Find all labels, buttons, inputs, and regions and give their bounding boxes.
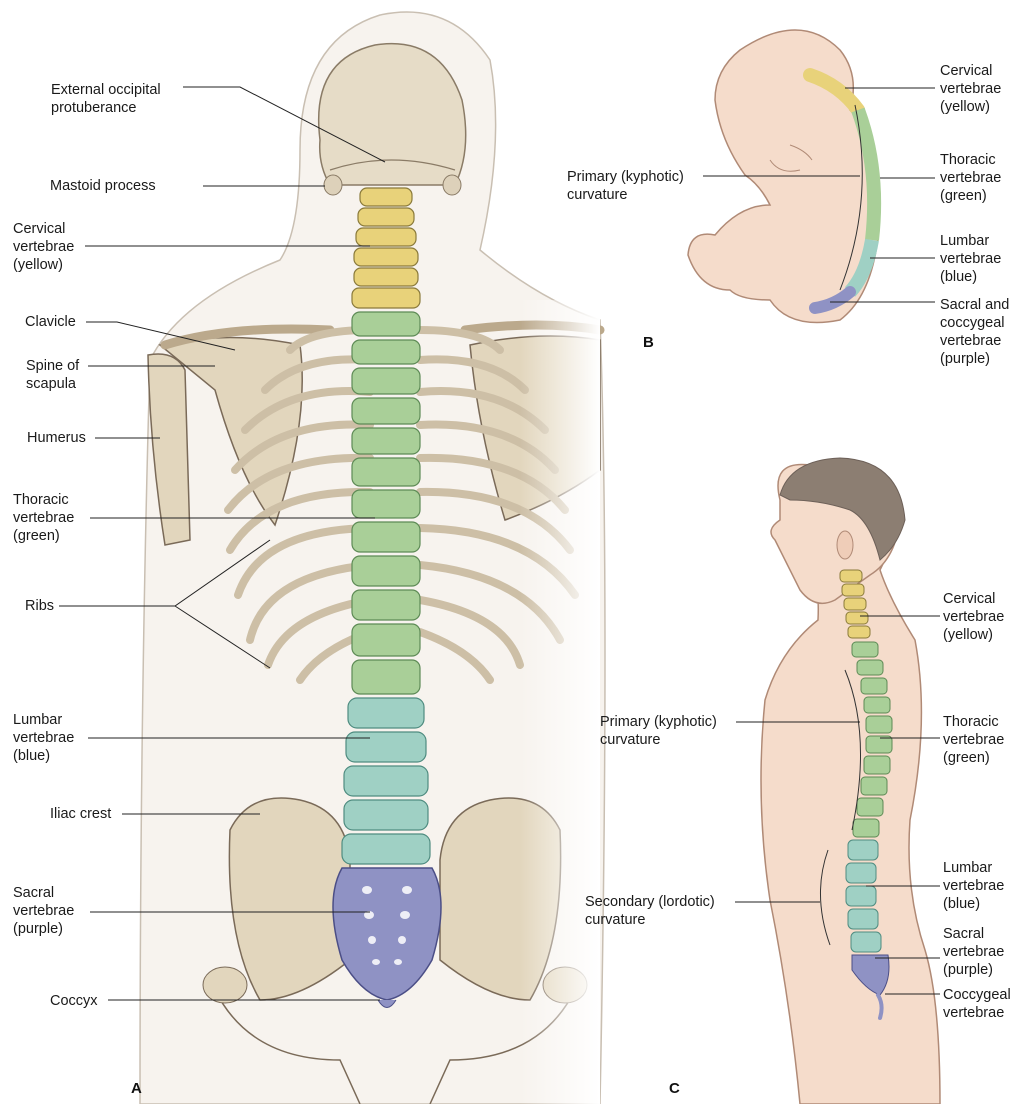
thoracic-vertebrae-a — [352, 312, 420, 694]
panel-c-illustration — [761, 458, 940, 1104]
label-cervical-a: Cervical vertebrae (yellow) — [13, 220, 74, 274]
label-lumbar-a: Lumbar vertebrae (blue) — [13, 711, 74, 765]
panel-c-letter: C — [669, 1080, 680, 1097]
label-cervical-b: Cervical vertebrae (yellow) — [940, 62, 1001, 116]
label-secondary-curvature-c: Secondary (lordotic) curvature — [585, 893, 715, 929]
label-lumbar-c: Lumbar vertebrae (blue) — [943, 859, 1004, 913]
label-thoracic-c: Thoracic vertebrae (green) — [943, 713, 1004, 767]
label-coccygeal-c: Coccygeal vertebrae — [943, 986, 1011, 1022]
label-lumbar-b: Lumbar vertebrae (blue) — [940, 232, 1001, 286]
label-sacral-a: Sacral vertebrae (purple) — [13, 884, 74, 938]
panel-b-letter: B — [643, 334, 654, 351]
label-external-occipital-protuberance: External occipital protuberance — [51, 81, 161, 117]
label-ribs: Ribs — [25, 597, 54, 615]
lateral-lumbar — [846, 840, 881, 952]
label-clavicle: Clavicle — [25, 313, 76, 331]
label-humerus: Humerus — [27, 429, 86, 447]
panel-a-illustration — [140, 12, 605, 1104]
label-mastoid-process: Mastoid process — [50, 177, 156, 195]
lumbar-vertebrae-a — [342, 698, 430, 864]
label-coccyx: Coccyx — [50, 992, 98, 1010]
panel-a-letter: A — [131, 1080, 142, 1097]
label-iliac-crest: Iliac crest — [50, 805, 111, 823]
label-primary-curvature-b: Primary (kyphotic) curvature — [567, 168, 684, 204]
label-cervical-c: Cervical vertebrae (yellow) — [943, 590, 1004, 644]
label-spine-of-scapula: Spine of scapula — [26, 357, 79, 393]
label-sacral-coccygeal-b: Sacral and coccygeal vertebrae (purple) — [940, 296, 1009, 368]
label-thoracic-b: Thoracic vertebrae (green) — [940, 151, 1001, 205]
label-primary-curvature-c: Primary (kyphotic) curvature — [600, 713, 717, 749]
label-sacral-c: Sacral vertebrae (purple) — [943, 925, 1004, 979]
label-thoracic-a: Thoracic vertebrae (green) — [13, 491, 74, 545]
